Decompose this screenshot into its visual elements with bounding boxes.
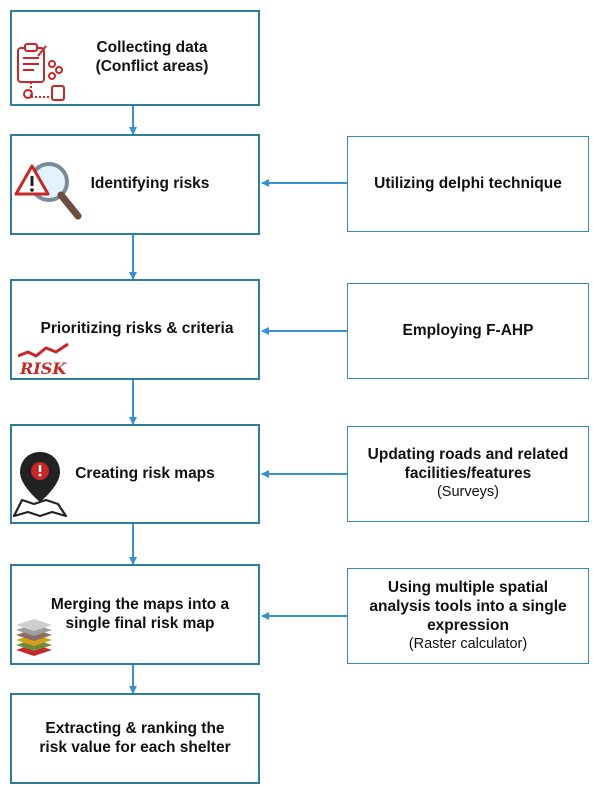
side-updating-roads-line-2: facilities/features: [404, 465, 532, 483]
side-updating-roads-text: Updating roads and related facilities/fe…: [368, 446, 569, 502]
step-extracting-ranking-line-1: Extracting & ranking the: [45, 719, 225, 737]
side-spatial-analysis: Using multiple spatial analysis tools in…: [347, 568, 589, 664]
step-merging-maps-line-1: Merging the maps into a: [50, 595, 230, 613]
step-collecting-data-text: Collecting data (Conflict areas): [96, 39, 209, 77]
side-spatial-analysis-line-1: Using multiple spatial: [387, 578, 549, 596]
side-spatial-analysis-sub: (Raster calculator): [408, 635, 528, 652]
step-creating-risk-maps: Creating risk maps: [10, 424, 260, 524]
side-updating-roads-sub: (Surveys): [436, 484, 500, 501]
side-f-ahp: Employing F-AHP: [347, 283, 589, 379]
side-delphi-technique-label: Utilizing delphi technique: [374, 174, 562, 192]
side-updating-roads-line-1: Updating roads and related: [367, 446, 569, 464]
step-merging-maps: Merging the maps into a single final ris…: [10, 564, 260, 665]
step-extracting-ranking-line-2: risk value for each shelter: [39, 738, 231, 756]
side-updating-roads: Updating roads and related facilities/fe…: [347, 426, 589, 522]
step-extracting-ranking: Extracting & ranking the risk value for …: [10, 693, 260, 784]
side-f-ahp-label: Employing F-AHP: [402, 321, 534, 339]
step-prioritizing-risks: Prioritizing risks & criteria: [10, 279, 260, 380]
side-spatial-analysis-text: Using multiple spatial analysis tools in…: [369, 579, 566, 653]
step-collecting-data-line-2: (Conflict areas): [95, 58, 209, 75]
side-spatial-analysis-line-3: expression: [427, 616, 509, 634]
step-identifying-risks: Identifying risks: [10, 134, 260, 235]
step-extracting-ranking-text: Extracting & ranking the risk value for …: [39, 720, 230, 758]
step-creating-risk-maps-label: Creating risk maps: [75, 464, 215, 482]
step-identifying-risks-label: Identifying risks: [90, 175, 210, 193]
step-merging-maps-text: Merging the maps into a single final ris…: [51, 596, 229, 634]
side-delphi-technique: Utilizing delphi technique: [347, 136, 589, 232]
step-merging-maps-line-2: single final risk map: [65, 614, 215, 632]
step-collecting-data: Collecting data (Conflict areas): [10, 10, 260, 106]
step-collecting-data-line-1: Collecting data: [96, 39, 208, 57]
step-prioritizing-risks-label: Prioritizing risks & criteria: [40, 320, 234, 338]
side-spatial-analysis-line-2: analysis tools into a single: [369, 597, 567, 615]
